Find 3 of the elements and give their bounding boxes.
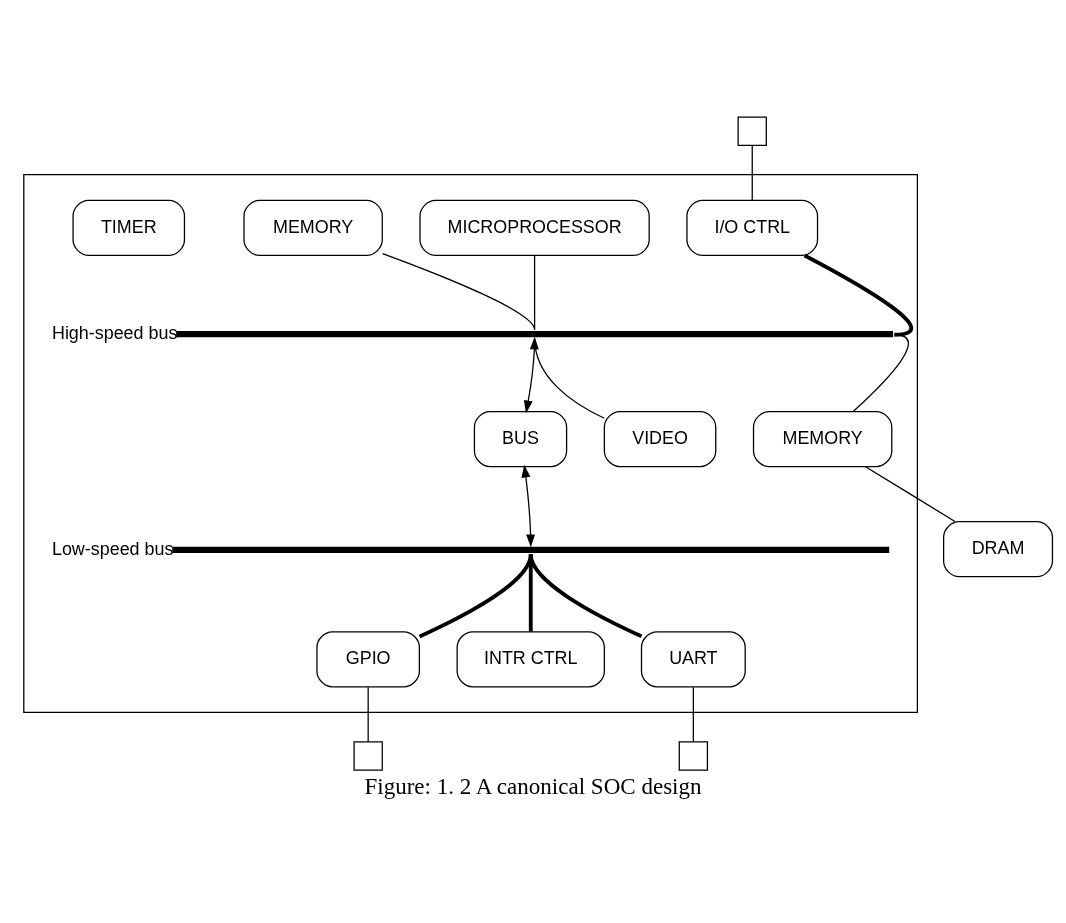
- caption: Figure: 1. 2 A canonical SOC design: [364, 772, 702, 799]
- node-label: Low-speed bus: [51, 538, 174, 559]
- node-label: High-speed bus: [51, 322, 178, 343]
